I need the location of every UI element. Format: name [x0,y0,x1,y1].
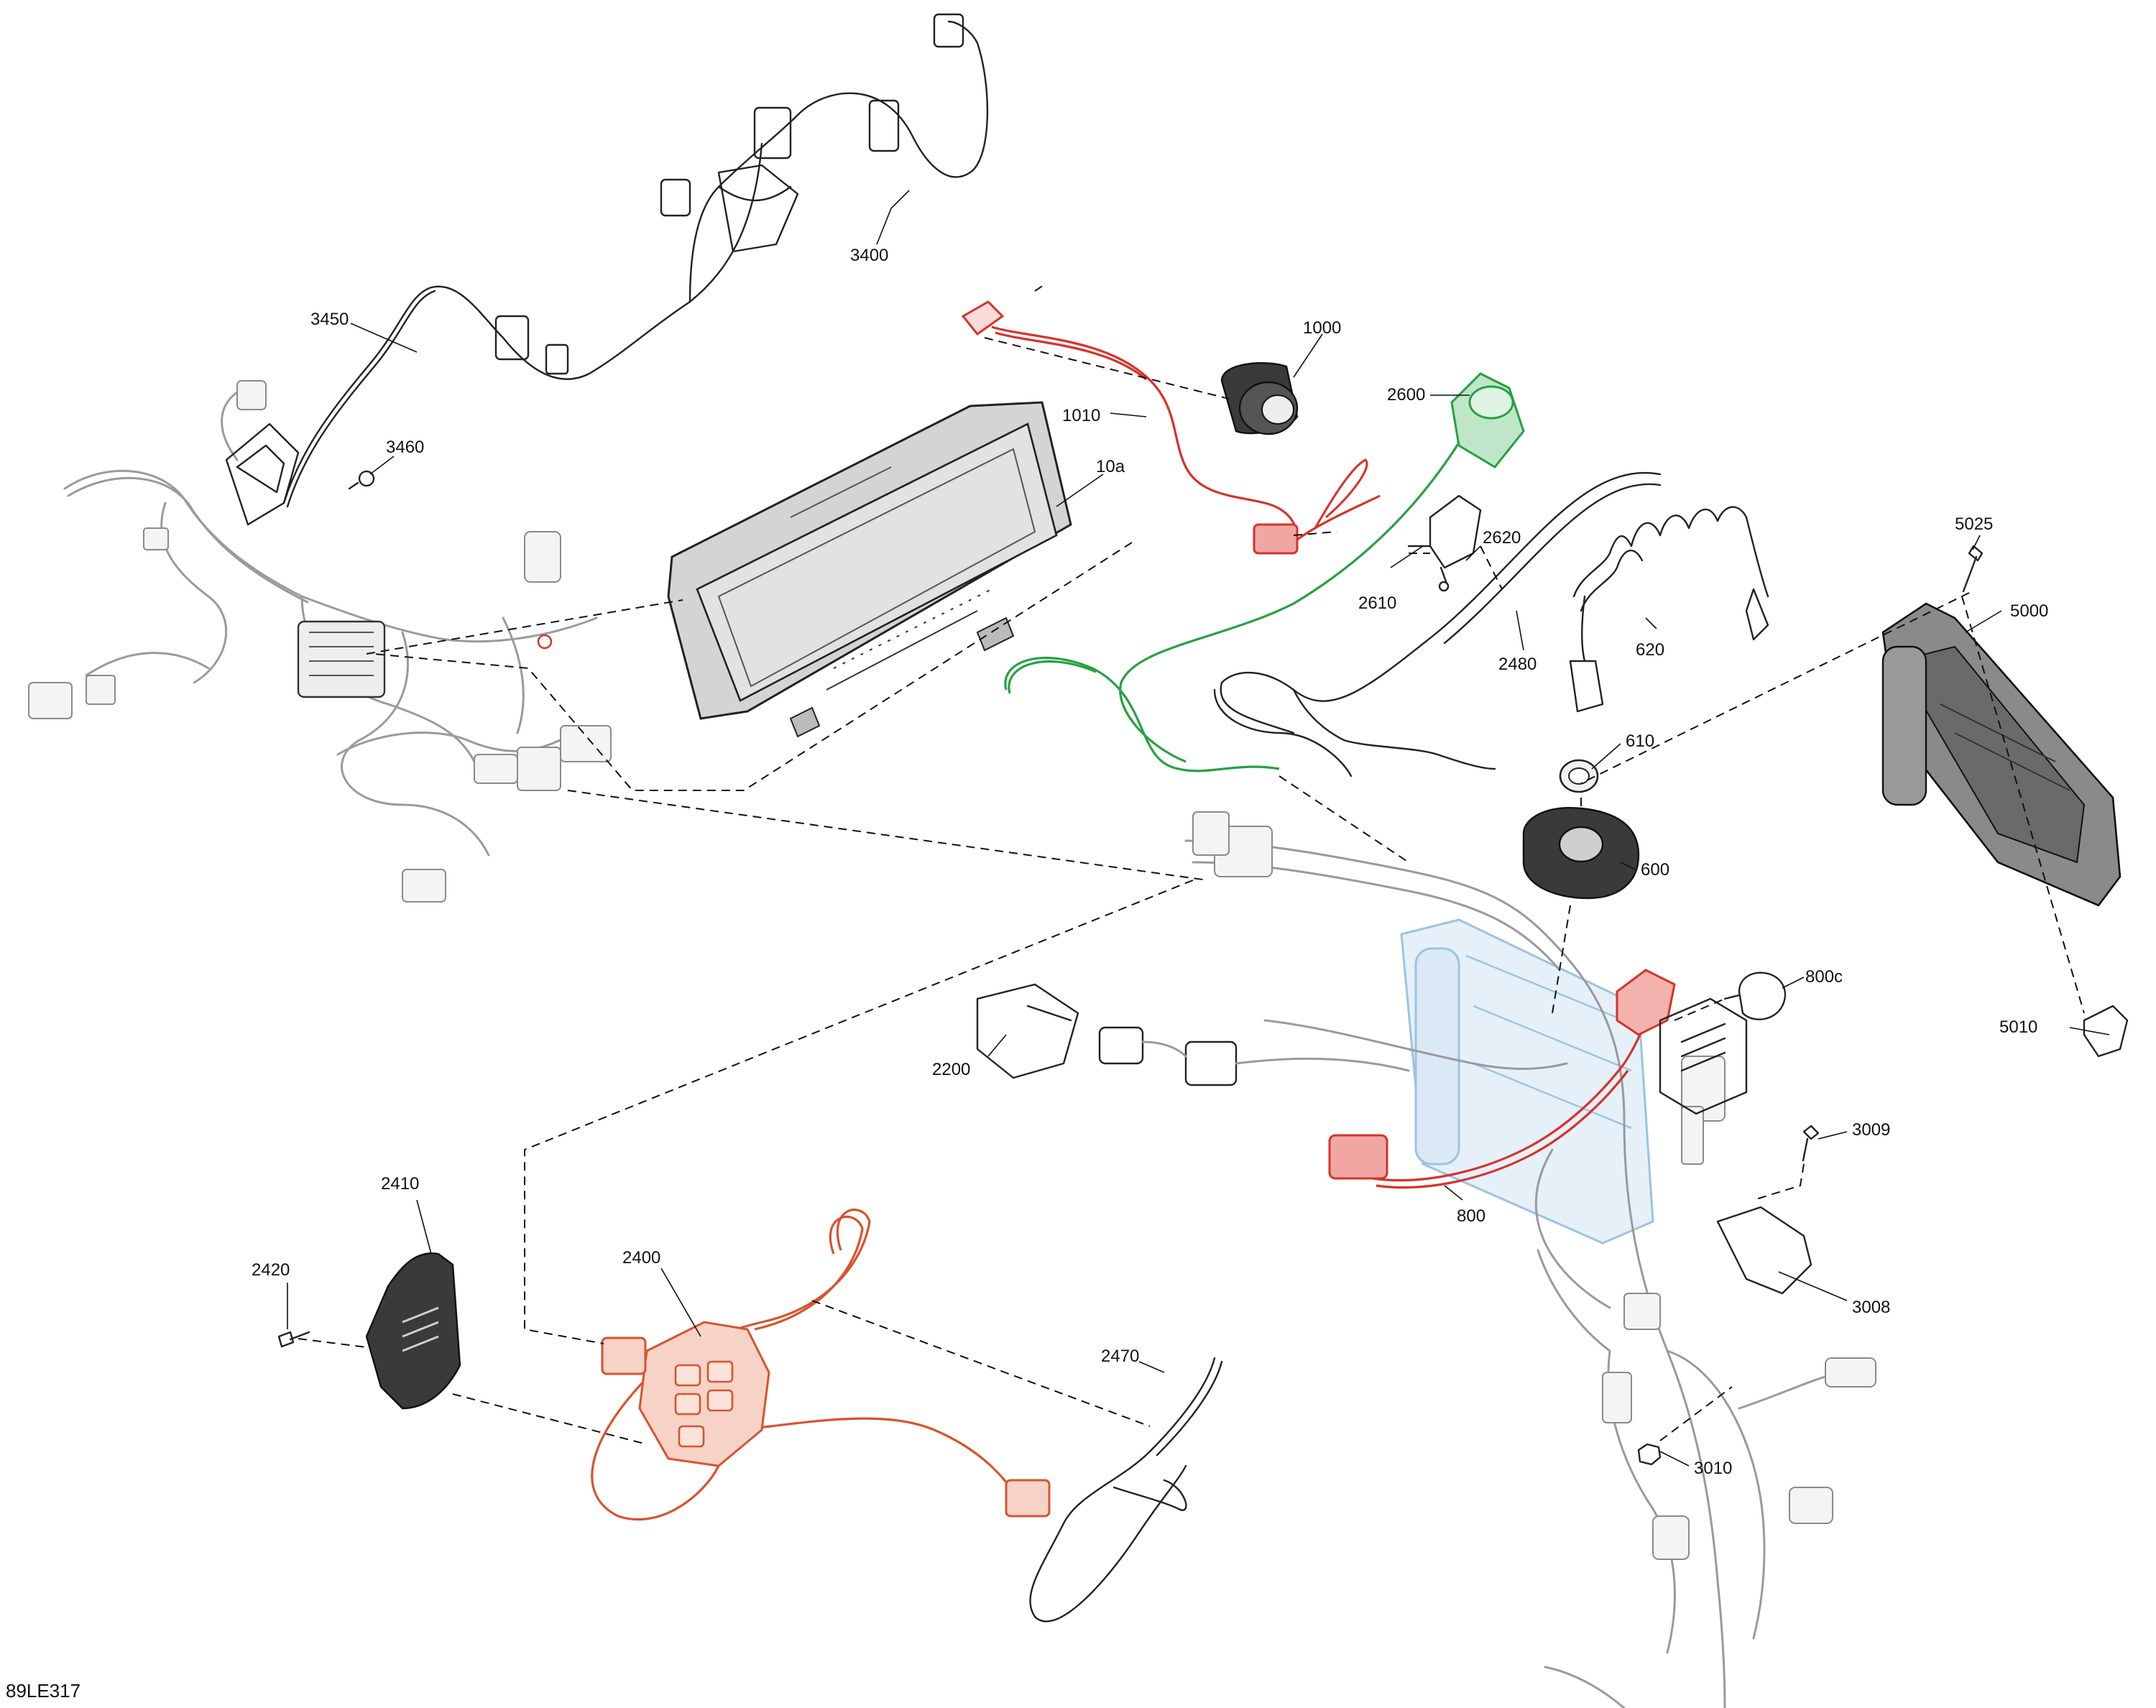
callout-2610: 2610 [1358,594,1396,613]
callout-2400: 2400 [622,1248,660,1268]
screw-3009 [1802,1125,1820,1162]
ecu-ghost [1400,918,1654,1245]
callout-2480: 2480 [1498,655,1537,674]
harness-800 [1328,969,1676,1189]
clip-5010 [2083,1005,2129,1058]
ring-610 [1559,759,1599,793]
coiled-lanyard-620 [1569,506,1769,713]
switch-assembly-2400 [591,1209,1051,1521]
clip-2620 [1438,566,1450,592]
main-harness [1184,811,1876,1708]
screw-3460 [348,470,375,490]
callout-3010: 3010 [1694,1459,1732,1478]
assembly-lines [298,283,2085,1445]
callout-620: 620 [1636,640,1664,660]
sensor-2200 [976,983,1079,1079]
switch-600 [1522,807,1640,900]
cable-2480 [1213,472,1662,777]
leader-lines [287,190,2110,1467]
ecu-5000 [1881,602,2122,907]
cable-tie-2470 [1029,1357,1223,1622]
callout-3450: 3450 [310,310,349,329]
callout-3009: 3009 [1852,1120,1890,1140]
drawing-id: 89LE317 [6,1680,80,1702]
nut-3010 [1637,1443,1662,1466]
callout-800: 800 [1457,1206,1485,1226]
handlebar-harness-3400 [660,13,989,303]
harness-connector-block [297,620,386,698]
bracket-3008 [1716,1206,1812,1295]
callout-1000: 1000 [1303,318,1341,338]
callout-2600: 2600 [1387,385,1425,405]
screw-5025 [1962,545,1984,593]
power-socket-1000 [1220,362,1299,435]
callout-10a: 10a [1096,457,1125,476]
callout-800c: 800c [1805,967,1843,987]
callout-3008: 3008 [1852,1298,1890,1317]
callout-600: 600 [1641,860,1669,880]
callout-2420: 2420 [252,1260,290,1280]
harness-2600 [1004,372,1525,772]
callout-5000: 5000 [2010,601,2048,621]
callout-610: 610 [1626,731,1654,751]
harness-1010 [961,300,1381,555]
callout-2620: 2620 [1483,528,1521,548]
callout-5025: 5025 [1955,514,1993,534]
screw-2420 [277,1331,310,1348]
instrument-cluster-10a [667,401,1072,738]
connection-point-marker [537,634,553,650]
callout-1010: 1010 [1062,406,1100,425]
callout-5010: 5010 [1999,1017,2037,1037]
handlebar-harness-3450 [225,142,763,526]
callout-2200: 2200 [932,1060,970,1079]
callout-3400: 3400 [850,246,888,265]
callout-labels: 3400 3450 3460 1000 1010 10a 2600 2620 2… [252,246,2048,1478]
relay-block [1659,997,1748,1115]
switch-housing-2410 [365,1252,461,1410]
callout-2470: 2470 [1101,1347,1139,1366]
callout-2410: 2410 [381,1174,419,1194]
callout-3460: 3460 [386,438,424,457]
cap-800c [1723,971,1787,1020]
connector-2200-mate [1098,1026,1410,1086]
